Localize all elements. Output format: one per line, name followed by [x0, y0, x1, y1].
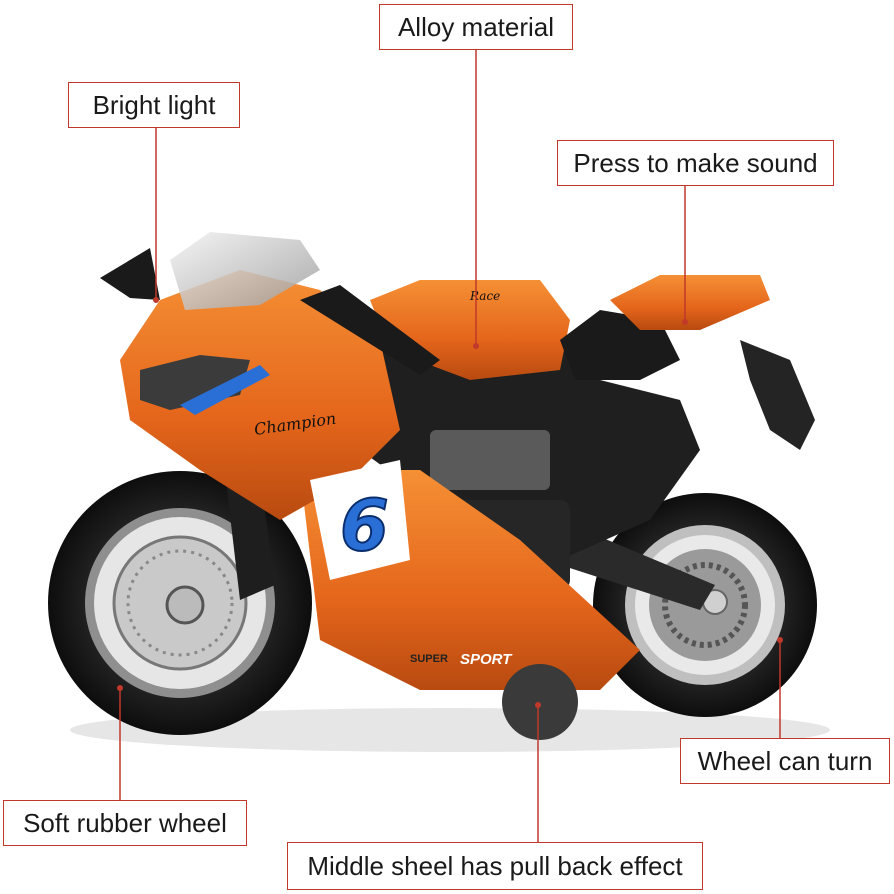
handlebar	[300, 285, 440, 375]
callout-soft-rubber-wheel: Soft rubber wheel	[3, 800, 247, 846]
sport-decal: SPORT	[460, 651, 513, 668]
svg-text:6: 6	[340, 485, 389, 567]
tail-cowl	[610, 275, 770, 330]
front-fairing	[120, 270, 400, 520]
tank-decal: Race	[469, 289, 500, 303]
super-decal: SUPER	[410, 653, 448, 665]
leader-dots	[117, 297, 783, 708]
headlight-stripe	[180, 365, 270, 415]
mirror	[100, 248, 160, 300]
callout-press-to-make-sound: Press to make sound	[557, 140, 834, 186]
callout-pull-back-effect: Middle sheel has pull back effect	[287, 842, 703, 890]
windscreen	[170, 232, 320, 310]
callout-alloy-material: Alloy material	[379, 4, 573, 50]
callout-bright-light: Bright light	[68, 82, 240, 128]
pullback-gear	[502, 664, 578, 740]
number-decal: 6	[310, 460, 410, 580]
leader-lines	[119, 50, 781, 842]
tail-hanger	[740, 340, 815, 450]
ground-shadow	[70, 708, 830, 752]
callout-wheel-can-turn: Wheel can turn	[680, 738, 890, 784]
